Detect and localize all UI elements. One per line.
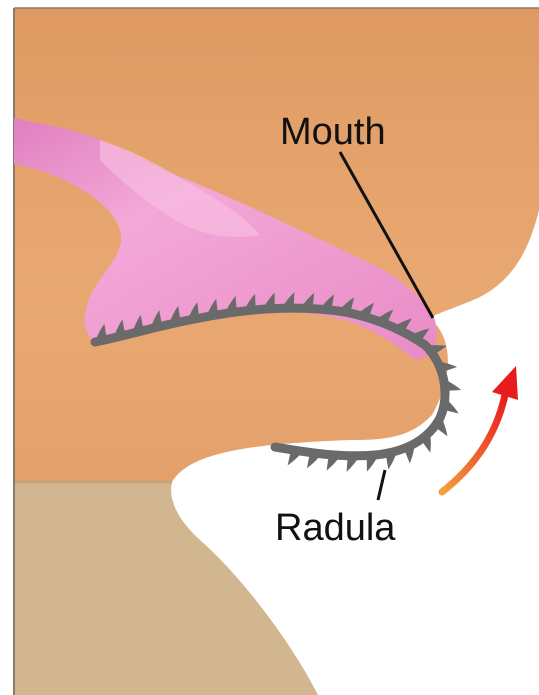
mouth-label: Mouth	[280, 111, 386, 153]
radula-label: Radula	[275, 507, 396, 549]
